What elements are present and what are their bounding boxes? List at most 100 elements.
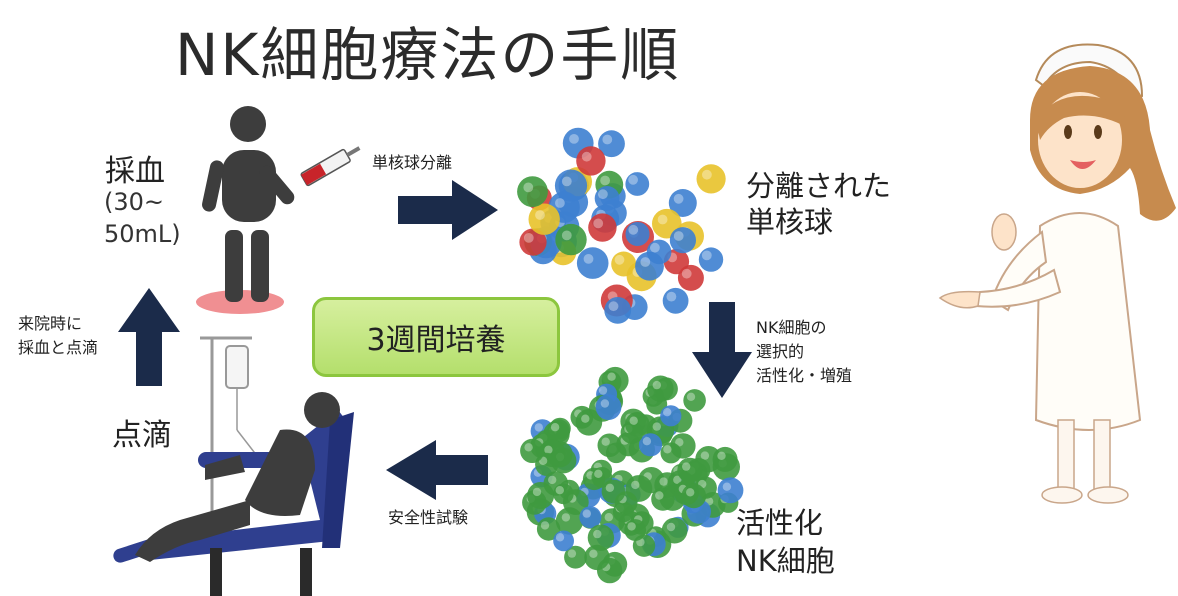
revisit-label: 来院時に 採血と点滴 <box>18 312 98 360</box>
selection-line3: 活性化・増殖 <box>756 366 853 385</box>
cell <box>517 176 548 208</box>
blood-draw-volume: (30~ 50mL) <box>104 186 181 250</box>
cell-highlight <box>532 487 542 497</box>
cell-highlight <box>666 291 677 302</box>
mononuclear-cells-icon <box>517 127 726 324</box>
selection-line2: 選択的 <box>756 342 805 361</box>
cell <box>635 251 664 281</box>
cell-highlight <box>681 268 692 279</box>
cell <box>564 545 587 569</box>
cell <box>575 409 603 436</box>
revisit-line2: 採血と点滴 <box>18 338 99 357</box>
cell <box>647 375 674 402</box>
up-arrow-icon <box>118 288 180 386</box>
cell <box>669 227 697 254</box>
cell-highlight <box>666 522 676 532</box>
cell-highlight <box>523 233 534 243</box>
cell-highlight <box>631 480 640 490</box>
cell <box>520 438 545 463</box>
cell-highlight <box>598 189 608 200</box>
cell <box>588 213 617 242</box>
cell <box>604 297 632 324</box>
cell-highlight <box>540 521 550 530</box>
cell-highlight <box>561 176 572 187</box>
cell <box>660 405 682 427</box>
cell <box>683 389 706 412</box>
separation-step-label: 単核球分離 <box>372 153 453 172</box>
cell <box>717 477 744 504</box>
diagram-title: NK細胞療法の手順 <box>175 21 681 89</box>
cell-highlight <box>686 392 696 401</box>
activated-nk-label: 活性化 NK細胞 <box>736 504 835 580</box>
nurse-illustration <box>938 43 1176 504</box>
cell-highlight <box>601 437 610 446</box>
cell-highlight <box>629 416 638 425</box>
culture-period-box: 3週間培養 <box>312 297 560 377</box>
cell <box>584 544 610 571</box>
activated-line2: NK細胞 <box>736 544 835 578</box>
cell-highlight <box>655 491 664 500</box>
cell <box>624 519 647 541</box>
cell <box>662 287 689 314</box>
separated-line1: 分離された <box>746 169 892 203</box>
cell <box>528 203 560 235</box>
cell <box>553 483 574 505</box>
separated-cells-label: 分離された 単核球 <box>746 168 891 240</box>
cell-highlight <box>548 475 557 485</box>
cell <box>519 228 547 256</box>
cell-highlight <box>602 134 613 145</box>
blood-draw-volume-line1: (30~ <box>104 188 165 216</box>
cell <box>661 517 688 544</box>
cell-highlight <box>686 488 695 497</box>
cell-highlight <box>600 399 610 408</box>
cell-highlight <box>583 254 594 264</box>
cell-highlight <box>555 486 564 495</box>
cell <box>601 479 626 504</box>
cell <box>553 530 574 552</box>
down-arrow-icon <box>692 302 752 398</box>
cell-highlight <box>628 224 639 235</box>
reclining-chair-patient-icon <box>113 392 354 596</box>
left-arrow-icon <box>386 440 488 500</box>
cell-highlight <box>605 483 615 492</box>
cell-highlight <box>582 509 591 518</box>
cell-highlight <box>608 301 619 312</box>
cell-highlight <box>593 529 602 539</box>
cell <box>625 172 650 196</box>
cell-highlight <box>600 175 610 186</box>
cell <box>597 433 622 458</box>
right-arrow-icon <box>398 180 498 240</box>
cell-highlight <box>593 218 604 229</box>
selection-line1: NK細胞の <box>756 318 827 337</box>
cell <box>712 446 738 472</box>
cell-highlight <box>628 174 638 185</box>
cell <box>698 247 724 272</box>
cell-highlight <box>663 445 672 454</box>
cell-highlight <box>700 451 710 460</box>
cell <box>576 146 606 176</box>
cell-highlight <box>535 210 545 220</box>
cell-highlight <box>701 250 712 261</box>
cell-highlight <box>663 408 672 417</box>
cell <box>598 130 625 158</box>
cell <box>677 457 703 483</box>
cell-highlight <box>650 242 660 253</box>
cell-highlight <box>607 372 616 381</box>
person-blood-draw-icon <box>196 106 295 314</box>
cell-highlight <box>673 193 684 204</box>
selection-label: NK細胞の 選択的 活性化・増殖 <box>756 316 852 388</box>
cell <box>668 189 697 217</box>
cell-highlight <box>581 151 592 162</box>
separated-line2: 単核球 <box>746 205 834 239</box>
revisit-line1: 来院時に <box>18 314 83 333</box>
cell <box>625 222 650 246</box>
cell <box>696 164 726 194</box>
blood-draw-volume-line2: 50mL) <box>104 220 181 248</box>
cell-highlight <box>627 522 636 531</box>
cell <box>677 264 704 291</box>
cell-highlight <box>534 423 543 432</box>
cell <box>547 419 571 443</box>
cell <box>625 412 650 437</box>
cell-highlight <box>682 462 691 471</box>
